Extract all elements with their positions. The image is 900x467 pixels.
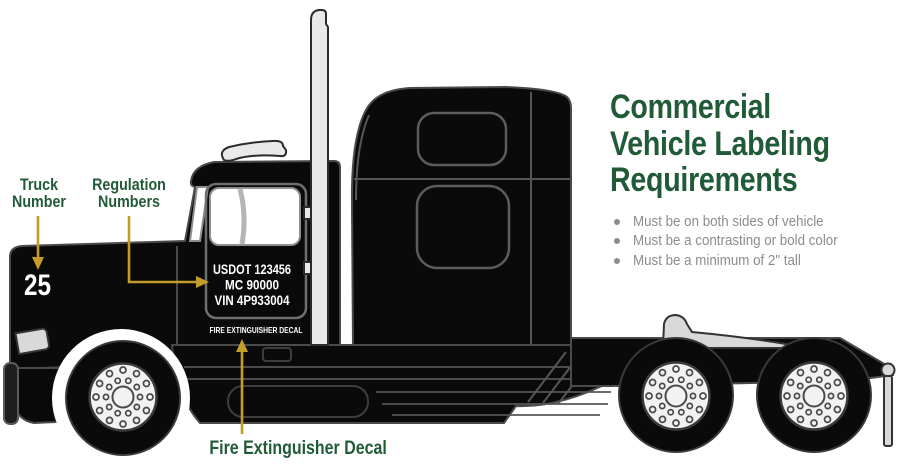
page-title-line3: Requirements [610, 161, 798, 199]
step-box [262, 347, 292, 362]
truck-number-arrow-icon [32, 216, 44, 270]
sleeper-window-lower [415, 184, 511, 270]
headlight [14, 327, 50, 356]
requirement-item: Must be on both sides of vehicle [611, 213, 855, 232]
front-wheel [52, 329, 190, 467]
regulation-numbers-callout-line1: Regulation [92, 175, 166, 194]
vin-decal: VIN 4P933004 [215, 293, 290, 308]
truck-number-callout-line1: Truck [19, 175, 59, 194]
fire-extinguisher-decal-text: FIRE EXTINGUISHER DECAL [210, 325, 303, 335]
bullet-icon [614, 238, 620, 245]
fire-extinguisher-arrow-icon [236, 339, 248, 434]
mc-decal: MC 90000 [225, 278, 279, 293]
requirements-list: Must be on both sides of vehicle Must be… [611, 213, 855, 271]
exhaust-stack [310, 9, 329, 346]
fire-extinguisher-callout: Fire Extinguisher Decal [195, 438, 387, 459]
mud-flap-bracket-bar [883, 375, 893, 447]
page-title-line2: Vehicle Labeling [610, 124, 830, 163]
mud-flap-bracket-ring [880, 362, 896, 378]
air-horn [220, 139, 288, 162]
sleeper-front-seam [355, 114, 370, 201]
cab-door [204, 182, 308, 320]
requirement-item: Must be a minimum of 2" tall [611, 252, 855, 271]
truck-decals: 25 USDOT 123456 MC 90000 VIN 4P933004 FI… [24, 262, 303, 335]
requirement-text: Must be on both sides of vehicle [633, 214, 824, 230]
sleeper-window-upper [416, 111, 508, 167]
a-pillar-trim [237, 188, 247, 245]
requirement-item: Must be a contrasting or bold color [611, 232, 855, 251]
regulation-numbers-arrow-icon [127, 216, 209, 288]
rear-assembly [570, 313, 896, 453]
page-title-line1: Commercial [610, 88, 771, 126]
truck-number-callout-line2: Number [12, 191, 66, 211]
deck-rib [527, 351, 567, 403]
bullet-icon [614, 219, 620, 225]
fuel-tank [227, 385, 369, 418]
usdot-decal: USDOT 123456 [213, 262, 291, 277]
requirement-text: Must be a contrasting or bold color [633, 233, 838, 250]
regulation-numbers-callout-line2: Numbers [98, 191, 160, 211]
bullet-icon [614, 257, 620, 264]
truck-number-decal: 25 [24, 269, 51, 302]
front-bumper [3, 362, 19, 425]
truck-number-callout: Truck Number [0, 175, 78, 211]
requirement-text: Must be a minimum of 2" tall [633, 252, 801, 269]
fifth-wheel [661, 313, 787, 349]
cab-details [3, 9, 329, 425]
page-title: Commercial Vehicle Labeling Requirements [610, 89, 872, 199]
regulation-numbers-callout: Regulation Numbers [84, 175, 174, 211]
fire-extinguisher-callout-label: Fire Extinguisher Decal [209, 438, 387, 459]
door-window [209, 187, 301, 246]
